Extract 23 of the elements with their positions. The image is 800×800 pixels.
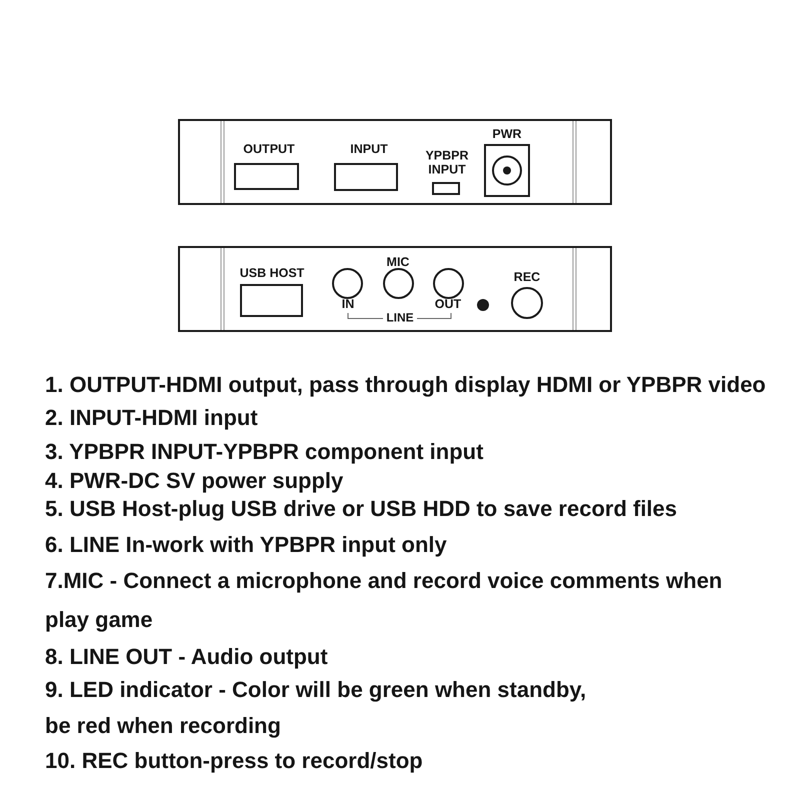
feature-description: 9. LED indicator - Color will be green when standby, be red when recording xyxy=(45,676,588,740)
device-panel xyxy=(178,119,612,205)
feature-description: 10. REC button-press to record/stop xyxy=(45,748,423,774)
feature-description: 7.MIC - Connect a microphone and record voice comments when play game xyxy=(45,567,724,634)
led-indicator xyxy=(477,299,489,311)
port-label: USB HOST xyxy=(240,267,304,281)
feature-description: 8. LINE OUT - Audio output xyxy=(45,644,328,670)
port-label: MIC xyxy=(386,256,410,270)
button-label: REC xyxy=(514,271,540,285)
port-label: OUT xyxy=(434,298,462,312)
feature-description: 6. LINE In-work with YPBPR input only xyxy=(45,532,447,558)
port-label: IN xyxy=(342,298,354,312)
line-label: LINE xyxy=(386,311,414,325)
device-panel xyxy=(178,246,612,332)
port-label: YPBPR INPUT xyxy=(424,149,470,177)
port-label: OUTPUT xyxy=(243,143,295,157)
feature-description: 1. OUTPUT-HDMI output, pass through display HDMI or YPBPR video xyxy=(45,372,766,398)
feature-description: 5. USB Host-plug USB drive or USB HDD to save record files xyxy=(45,496,678,522)
port-label: PWR xyxy=(492,128,522,142)
feature-description: 3. YPBPR INPUT-YPBPR component input xyxy=(45,439,484,465)
port-label: INPUT xyxy=(350,143,388,157)
feature-description: 4. PWR-DC SV power supply xyxy=(45,468,344,494)
feature-description: 2. INPUT-HDMI input xyxy=(45,405,258,431)
